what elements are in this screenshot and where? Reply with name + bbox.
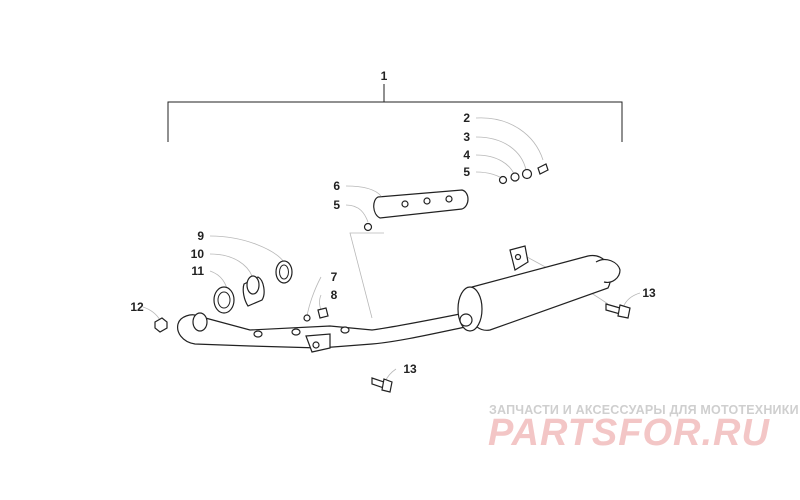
callout-13-muffler: 13 [642,286,656,300]
callout-3: 3 [463,130,470,144]
callout-1: 1 [381,69,388,83]
washer-stack-top [498,163,549,185]
callout-11: 11 [191,264,204,278]
callout-13-bracket: 13 [403,362,417,376]
nut [154,317,168,333]
callout-5-lower: 5 [333,198,340,212]
bolt-small [303,307,329,322]
callout-10: 10 [191,247,205,261]
bolt-bracket [371,377,393,393]
washer-lower [363,222,373,232]
watermark-tagline: ЗАПЧАСТИ И АКСЕССУАРЫ ДЛЯ МОТОТЕХНИКИ [489,403,799,417]
callout-8: 8 [331,288,338,302]
muffler [457,245,621,332]
bolt-muffler [605,303,631,319]
gasket-rings [213,260,293,314]
callout-12: 12 [130,300,144,314]
header-pipe [177,311,471,353]
assembly-bracket [167,84,623,142]
callout-7: 7 [331,270,338,284]
callout-4: 4 [463,148,470,162]
callout-5-upper: 5 [463,165,470,179]
watermark-logo: PARTSFOR.RU [488,412,770,454]
callout-6: 6 [333,179,340,193]
callout-2: 2 [463,111,470,125]
heat-shield [373,189,469,219]
callout-9: 9 [197,229,204,243]
